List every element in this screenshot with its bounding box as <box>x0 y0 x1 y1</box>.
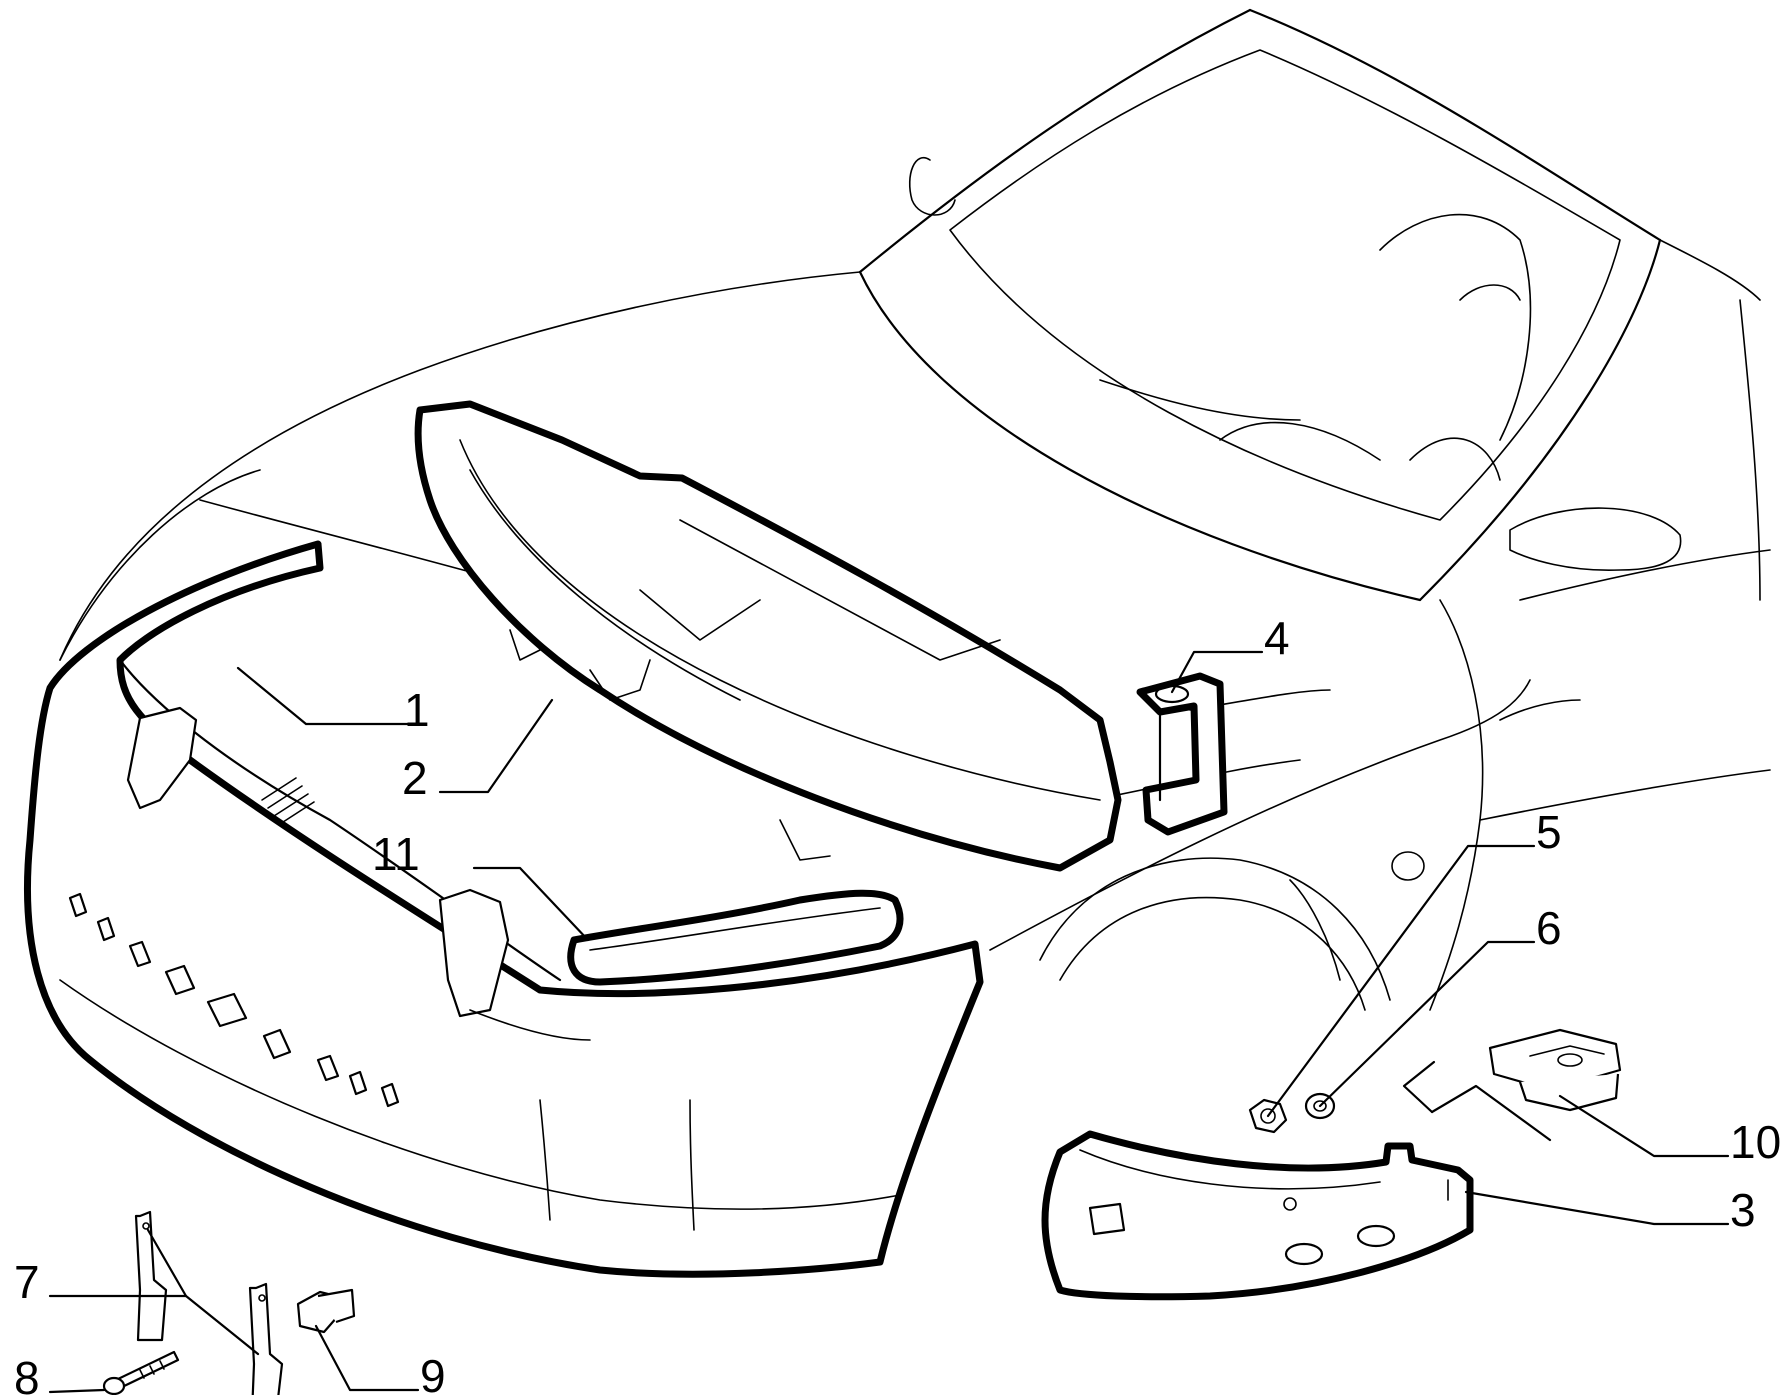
part-9-clip-nut <box>296 1288 356 1334</box>
callout-5: 5 <box>1536 806 1562 858</box>
leader-lines <box>48 650 1730 1394</box>
callout-1: 1 <box>404 684 430 736</box>
part-11-trim-strip <box>567 889 904 986</box>
callout-6: 6 <box>1536 902 1562 954</box>
callout-11: 11 <box>372 828 420 880</box>
car-body-outline <box>59 8 1771 1011</box>
part-7-mounting-straps <box>134 1210 284 1395</box>
callout-3: 3 <box>1730 1184 1756 1236</box>
callout-9: 9 <box>420 1350 446 1395</box>
part-3-side-bracket <box>1041 1130 1474 1301</box>
grille-slots <box>68 892 400 1108</box>
callout-2: 2 <box>402 752 428 804</box>
part-10-mounting-pad <box>1488 1028 1622 1112</box>
callout-10: 10 <box>1730 1116 1781 1168</box>
callout-7: 7 <box>14 1256 40 1308</box>
callout-8: 8 <box>14 1352 40 1395</box>
callout-labels: 1 2 3 4 5 6 7 8 9 10 11 <box>14 612 1781 1395</box>
part-4-bracket <box>1136 672 1228 836</box>
part-1-bumper-shell <box>24 540 984 1278</box>
part-2-crossmember <box>414 400 1122 872</box>
part-8-bolt <box>102 1350 180 1395</box>
callout-4: 4 <box>1264 612 1290 664</box>
